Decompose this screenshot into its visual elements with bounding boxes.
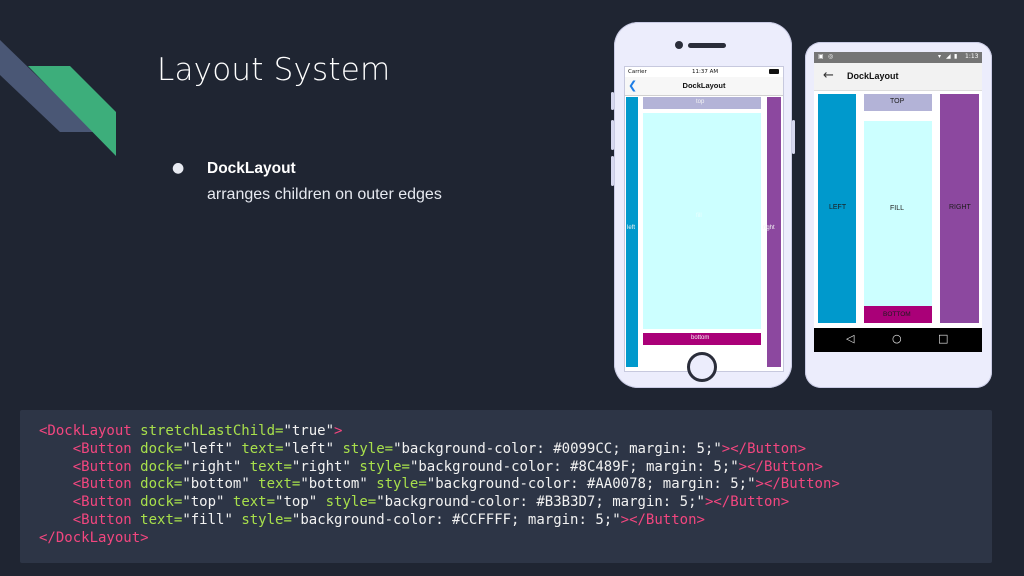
iphone-volume-up [611, 120, 614, 150]
notification-icon: ▣ [818, 53, 824, 60]
code-text: <DockLayout stretchLastChild="true"> <Bu… [39, 423, 840, 546]
android-nav-bar: ◁ ○ □ [814, 328, 982, 352]
top-button[interactable]: top [643, 97, 761, 109]
fill-button-label: fill [696, 213, 702, 219]
iphone-nav-bar: ❮ DockLayout [625, 77, 783, 96]
top-button-label: top [696, 99, 705, 105]
iphone-screen: Carrier 11:37 AM ❮ DockLayout left right… [624, 66, 784, 372]
iphone-volume-down [611, 156, 614, 186]
bullet-title: DockLayout [207, 160, 296, 177]
android-time: 1:13 [965, 53, 979, 60]
nav-back-icon[interactable]: ◁ [846, 332, 855, 345]
right-button-label: right [763, 225, 775, 231]
iphone-mockup: Carrier 11:37 AM ❮ DockLayout left right… [611, 22, 795, 388]
back-icon[interactable]: ❮ [628, 79, 638, 92]
bottom-button[interactable]: BOTTOM [864, 306, 932, 323]
code-block: <DockLayout stretchLastChild="true"> <Bu… [20, 410, 992, 563]
bullet-description: arranges children on outer edges [207, 186, 442, 203]
left-button-label: LEFT [829, 204, 847, 211]
fill-button-label: FILL [890, 205, 905, 212]
wifi-icon: ▾ [938, 53, 942, 60]
slide-title: Layout System [157, 52, 391, 88]
iphone-home-button[interactable] [687, 352, 717, 382]
right-button[interactable]: right [763, 97, 781, 367]
nav-recents-icon[interactable]: □ [938, 332, 949, 345]
android-toolbar-title: DockLayout [847, 71, 899, 81]
battery-icon: ▮ [954, 53, 958, 60]
iphone-power-button [792, 120, 795, 154]
logo-icon [0, 40, 116, 156]
android-mockup: ▣ ◎ ▾ ◢ ▮ 1:13 ← DockLayout LEFT RIGHT T… [805, 42, 992, 388]
right-button[interactable]: RIGHT [940, 94, 979, 323]
bullet-dot: ● [172, 160, 185, 176]
iphone-status-bar: Carrier 11:37 AM [625, 67, 783, 77]
android-status-bar: ▣ ◎ ▾ ◢ ▮ 1:13 [814, 52, 982, 63]
android-toolbar: ← DockLayout [814, 63, 982, 91]
battery-icon [769, 69, 779, 74]
android-screen: ▣ ◎ ▾ ◢ ▮ 1:13 ← DockLayout LEFT RIGHT T… [814, 52, 982, 352]
iphone-carrier: Carrier [628, 69, 647, 75]
top-button-label: TOP [890, 98, 905, 105]
iphone-camera [675, 41, 683, 49]
iphone-nav-title: DockLayout [682, 81, 726, 90]
bottom-button[interactable]: bottom [643, 333, 761, 345]
bottom-button-label: bottom [691, 335, 710, 341]
left-button[interactable]: left [626, 97, 638, 367]
back-arrow-icon[interactable]: ← [823, 68, 834, 83]
bottom-button-label: BOTTOM [883, 311, 911, 318]
nav-home-icon[interactable]: ○ [892, 332, 902, 345]
fill-button[interactable]: FILL [864, 121, 932, 306]
right-button-label: RIGHT [949, 204, 971, 211]
notification-icon-2: ◎ [828, 53, 834, 60]
iphone-speaker [688, 43, 726, 48]
top-button[interactable]: TOP [864, 94, 932, 111]
iphone-time: 11:37 AM [692, 69, 719, 75]
left-button-label: left [627, 225, 636, 231]
signal-icon: ◢ [946, 53, 951, 60]
left-button[interactable]: LEFT [818, 94, 856, 323]
iphone-mute-switch [611, 92, 614, 110]
fill-button[interactable]: fill [643, 113, 761, 329]
